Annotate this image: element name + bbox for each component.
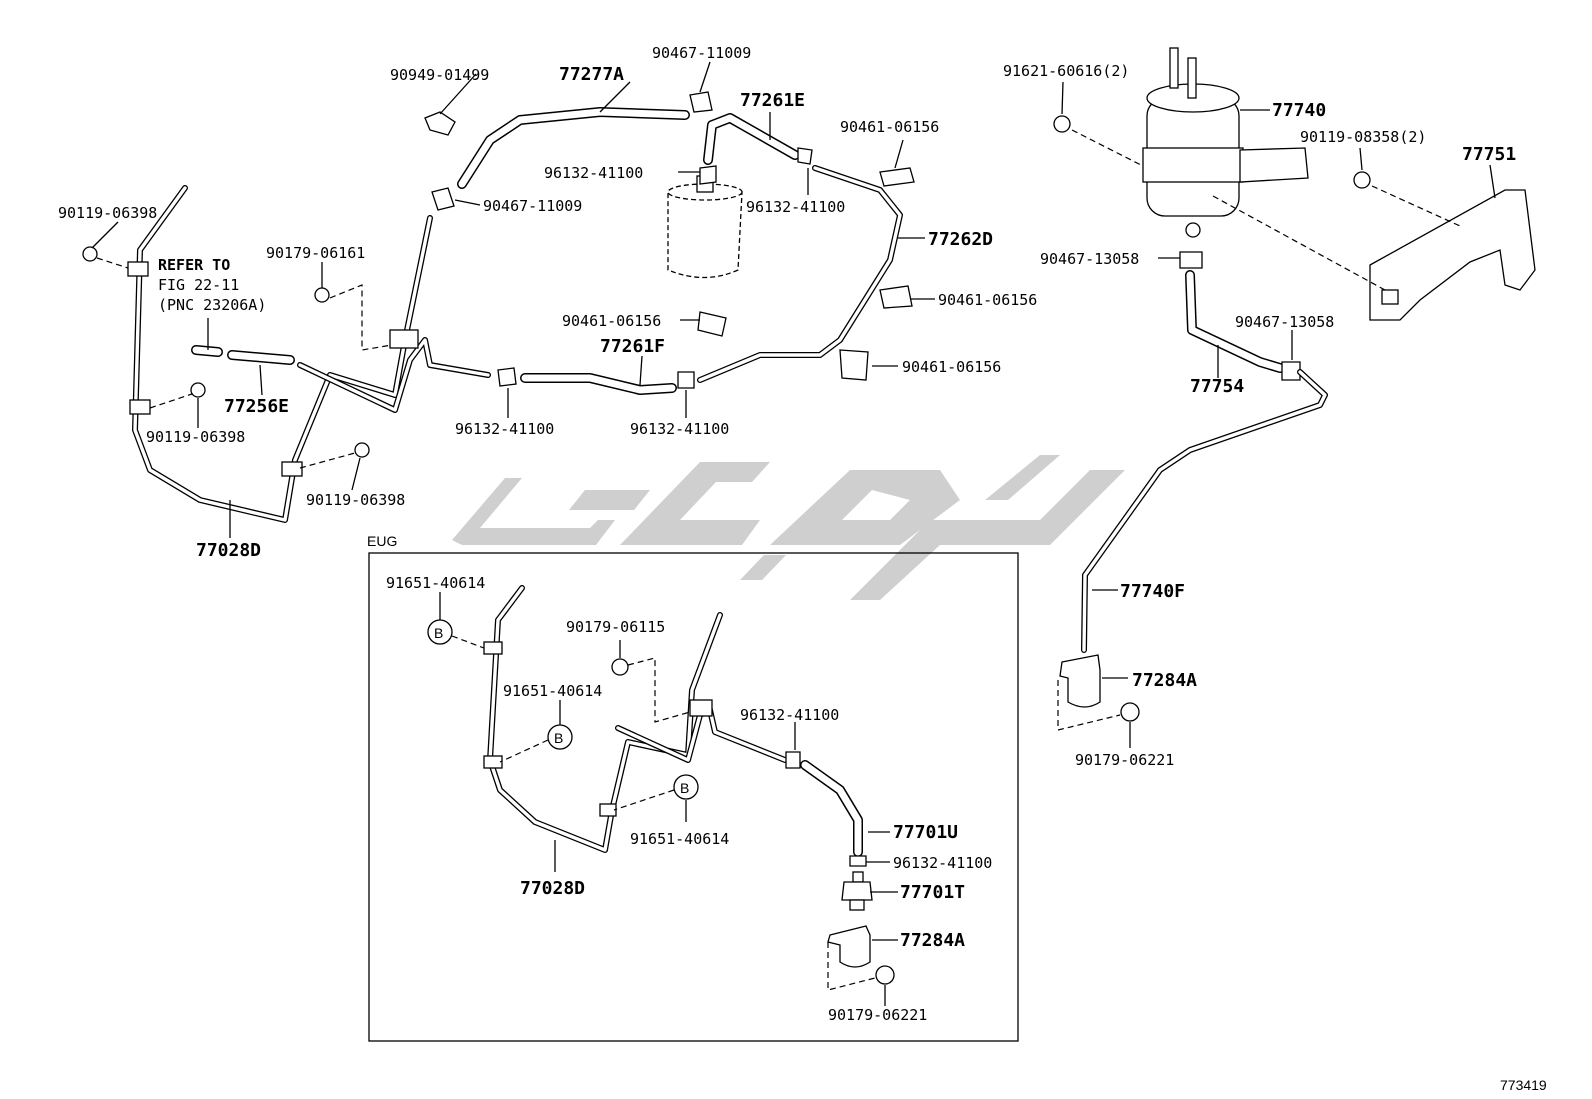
svg-text:B: B bbox=[680, 780, 689, 796]
label-90467-11009-top: 90467-11009 bbox=[652, 44, 751, 62]
label-96132-41100-a: 96132-41100 bbox=[544, 164, 643, 182]
label-77754: 77754 bbox=[1190, 376, 1244, 397]
clamp-a bbox=[127, 261, 149, 277]
b-marker-b: B bbox=[547, 724, 573, 750]
label-91651-40614-a: 91651-40614 bbox=[386, 574, 485, 592]
label-90467-13058-a: 90467-13058 bbox=[1040, 250, 1139, 268]
clamp-eug-c bbox=[599, 803, 617, 817]
label-90119-06398-a: 90119-06398 bbox=[58, 204, 157, 222]
label-90119-08358: 90119-08358(2) bbox=[1300, 128, 1426, 146]
clamp-96132-a bbox=[699, 165, 717, 185]
clamp-96132-e bbox=[785, 751, 801, 769]
label-77284A-eug: 77284A bbox=[900, 930, 965, 951]
clamp-c bbox=[281, 461, 303, 477]
watermark-logo bbox=[452, 455, 1125, 600]
label-90461-06156-d: 90461-06156 bbox=[902, 358, 1001, 376]
pipe-77740F bbox=[1081, 369, 1328, 653]
canister-77740 bbox=[1142, 47, 1309, 238]
label-90179-06221-right: 90179-06221 bbox=[1075, 751, 1174, 769]
label-refer-1: REFER TO bbox=[158, 256, 230, 274]
label-90179-06221-eug: 90179-06221 bbox=[828, 1006, 927, 1024]
label-77262D: 77262D bbox=[928, 229, 993, 250]
label-90179-06115: 90179-06115 bbox=[566, 618, 665, 636]
label-91621-60616: 91621-60616(2) bbox=[1003, 62, 1129, 80]
clamp-96132-f bbox=[849, 855, 867, 867]
clip-90461-b bbox=[879, 285, 913, 309]
label-77740: 77740 bbox=[1272, 100, 1326, 121]
label-90119-06398-b: 90119-06398 bbox=[146, 428, 245, 446]
clamp-96132-c bbox=[497, 367, 517, 387]
bolt-90119-c bbox=[354, 442, 370, 458]
pipe-77028D-top bbox=[132, 185, 491, 523]
clamp-96132-b bbox=[797, 147, 813, 165]
clamp-eug-b bbox=[483, 755, 503, 769]
clamp-96132-d bbox=[677, 371, 695, 389]
label-96132-41100-b: 96132-41100 bbox=[746, 198, 845, 216]
label-90461-06156-a: 90461-06156 bbox=[840, 118, 939, 136]
figure-id: 773419 bbox=[1500, 1077, 1547, 1093]
label-77284A-right: 77284A bbox=[1132, 670, 1197, 691]
label-90467-11009-mid: 90467-11009 bbox=[483, 197, 582, 215]
clip-90461-a bbox=[879, 167, 915, 187]
label-90461-06156-b: 90461-06156 bbox=[938, 291, 1037, 309]
label-77261F: 77261F bbox=[600, 336, 665, 357]
eug-label: EUG bbox=[367, 533, 397, 549]
label-refer-3: (PNC 23206A) bbox=[158, 296, 266, 314]
grommet-90949 bbox=[424, 111, 456, 136]
bolt-90119-b bbox=[190, 382, 206, 398]
clip-90461-c bbox=[697, 311, 727, 337]
label-96132-41100-d: 96132-41100 bbox=[630, 420, 729, 438]
label-77701U: 77701U bbox=[893, 822, 958, 843]
eug-frame bbox=[368, 552, 1019, 1042]
label-77028D-top: 77028D bbox=[196, 540, 261, 561]
bolt-91621 bbox=[1053, 115, 1071, 133]
bracket-77284A-eug bbox=[827, 925, 895, 985]
label-90179-06161: 90179-06161 bbox=[266, 244, 365, 262]
svg-text:B: B bbox=[554, 730, 563, 746]
clamp-eug-a bbox=[483, 641, 503, 655]
bolt-90119-a bbox=[82, 246, 98, 262]
label-77751: 77751 bbox=[1462, 144, 1516, 165]
label-91651-40614-c: 91651-40614 bbox=[630, 830, 729, 848]
bracket-77284A-right bbox=[1059, 654, 1140, 722]
svg-text:B: B bbox=[434, 625, 443, 641]
clip-90467-13058-a bbox=[1179, 251, 1203, 269]
clamp-b bbox=[129, 399, 151, 415]
label-90949-01499: 90949-01499 bbox=[390, 66, 489, 84]
bracket-77751 bbox=[1369, 189, 1536, 321]
label-refer-2: FIG 22-11 bbox=[158, 276, 239, 294]
valve-77701T bbox=[841, 871, 873, 911]
label-96132-41100-c: 96132-41100 bbox=[455, 420, 554, 438]
label-77256E: 77256E bbox=[224, 396, 289, 417]
clip-90467-13058-b bbox=[1281, 361, 1301, 381]
label-77028D-eug: 77028D bbox=[520, 878, 585, 899]
label-77277A: 77277A bbox=[559, 64, 624, 85]
clip-90461-d bbox=[839, 349, 869, 381]
clip-90467-mid bbox=[431, 187, 455, 211]
label-90467-13058-b: 90467-13058 bbox=[1235, 313, 1334, 331]
b-marker-a: B bbox=[427, 619, 453, 645]
label-77701T: 77701T bbox=[900, 882, 965, 903]
label-91651-40614-b: 91651-40614 bbox=[503, 682, 602, 700]
label-90119-06398-c: 90119-06398 bbox=[306, 491, 405, 509]
bolt-90119-08358 bbox=[1353, 171, 1371, 189]
bracket-left bbox=[389, 329, 419, 349]
b-marker-c: B bbox=[673, 774, 699, 800]
fuel-filter bbox=[667, 175, 743, 279]
label-90461-06156-c: 90461-06156 bbox=[562, 312, 661, 330]
nut-90179-06161 bbox=[314, 287, 330, 303]
clip-90467-top bbox=[689, 91, 713, 113]
label-77740F: 77740F bbox=[1120, 581, 1185, 602]
label-77261E: 77261E bbox=[740, 90, 805, 111]
label-96132-41100-e: 96132-41100 bbox=[740, 706, 839, 724]
bracket-eug bbox=[689, 699, 713, 717]
nut-90179-06115 bbox=[611, 658, 629, 676]
label-96132-41100-f: 96132-41100 bbox=[893, 854, 992, 872]
